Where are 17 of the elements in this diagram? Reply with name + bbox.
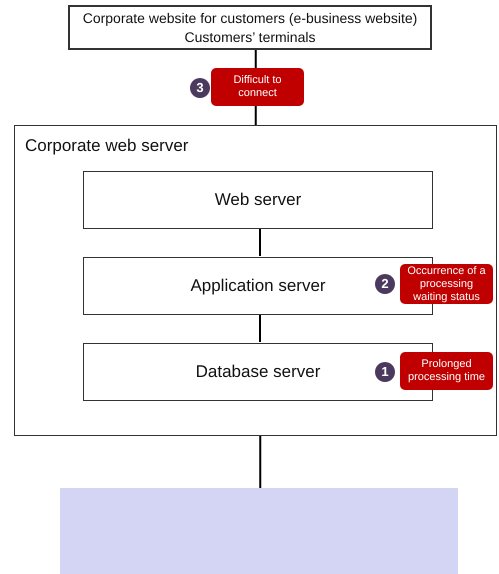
node-label: Corporate website for customers (e-business website) <box>82 8 418 28</box>
node-label: Web server <box>214 189 302 212</box>
server-box <box>83 171 433 229</box>
node-label: Application server <box>190 275 326 298</box>
connector-line <box>259 228 261 256</box>
server-box <box>68 5 432 50</box>
server-group <box>14 125 497 436</box>
system-box <box>60 488 458 574</box>
issue-tag: Occurrence of a processing waiting status <box>400 264 493 304</box>
callout-number: 3 <box>190 78 210 98</box>
node-label: Database server <box>196 361 320 384</box>
issue-tag: Difficult to connect <box>211 68 304 106</box>
node-label: Customers’ terminals <box>184 28 316 46</box>
group-title: Corporate web server <box>25 135 188 157</box>
connector-line <box>259 314 261 342</box>
connector-line <box>259 436 262 488</box>
issue-tag: Prolonged processing time <box>400 352 493 390</box>
